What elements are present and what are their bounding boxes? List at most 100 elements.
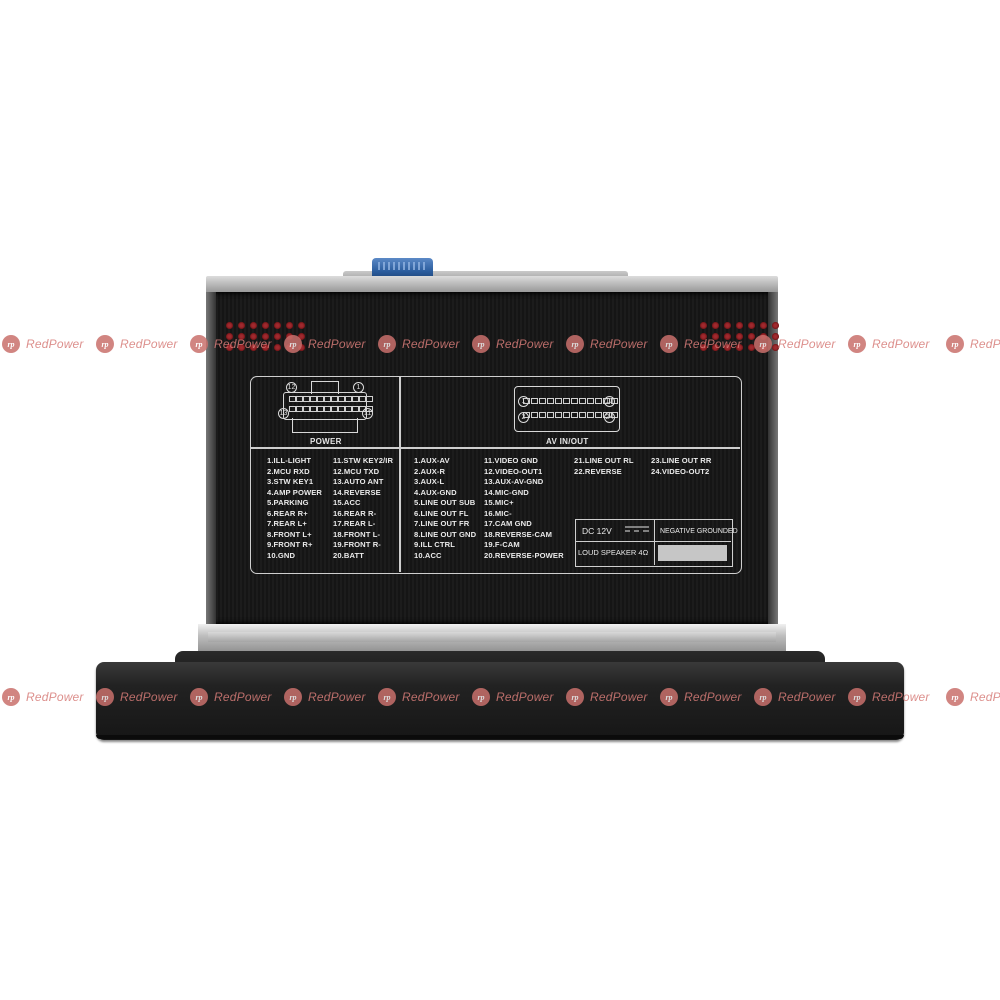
redpower-logo-icon: rp [946, 688, 964, 706]
vent-hole [760, 322, 767, 329]
connector-pin [310, 396, 317, 402]
power-title: POWER [310, 437, 342, 446]
vent-hole [760, 344, 767, 351]
vent-hole [262, 322, 269, 329]
connector-pin [345, 396, 352, 402]
vent-hole [736, 333, 743, 340]
vent-hole [748, 333, 755, 340]
vent-hole [712, 333, 719, 340]
pin-label: 11.STW KEY2/IR [333, 456, 394, 465]
connector-pin [547, 412, 554, 418]
connector-pin [547, 398, 554, 404]
panel-divider-horizontal [250, 447, 740, 449]
pin-label: 5.PARKING [267, 498, 309, 507]
vent-hole [238, 322, 245, 329]
vent-hole [226, 333, 233, 340]
vent-hole [262, 333, 269, 340]
watermark-text: RedPower [872, 337, 930, 351]
chassis-left-edge [206, 292, 216, 624]
watermark-text: RedPower [778, 337, 836, 351]
redpower-logo-icon: rp [2, 688, 20, 706]
pin-label: 10.GND [267, 550, 296, 560]
connector-pin [331, 396, 338, 402]
connector-pin [563, 398, 570, 404]
connector-pin [296, 396, 303, 402]
connector-pin [331, 406, 338, 412]
pin-label: 21.LINE OUT RL [574, 456, 634, 465]
power-pin-number: 11 [362, 408, 373, 419]
vent-holes-left [226, 322, 306, 351]
pin-label: 6.REAR R+ [267, 508, 308, 518]
pin-label: 15.MIC+ [484, 498, 514, 507]
pin-label: 16.REAR R- [333, 508, 377, 518]
spec-negative-grounded: NEGATIVE GROUNDED [660, 528, 738, 535]
pin-label: 13.AUTO ANT [333, 477, 384, 486]
pin-label: 12.MCU TXD [333, 466, 380, 476]
vent-hole [286, 333, 293, 340]
connector-pin [539, 412, 546, 418]
connector-pin [595, 398, 602, 404]
vent-hole [286, 344, 293, 351]
vent-hole [238, 333, 245, 340]
chassis-top-rail [206, 276, 778, 296]
vent-hole [238, 344, 245, 351]
spec-box-divider-v [654, 519, 656, 565]
connector-pin [338, 406, 345, 412]
connector-pin [345, 406, 352, 412]
pin-label: 13.AUX-AV-GND [484, 477, 544, 486]
vent-hole [772, 322, 779, 329]
vent-hole [274, 322, 281, 329]
redpower-logo-icon: rp [2, 335, 20, 353]
power-connector-pins-bottom [289, 406, 373, 412]
connector-pin [595, 412, 602, 418]
pin-label: 6.LINE OUT FL [414, 508, 469, 518]
pin-label: 16.MIC- [484, 508, 512, 518]
connector-pin [303, 396, 310, 402]
connector-pin [555, 412, 562, 418]
vent-hole [250, 333, 257, 340]
pin-label: 24.VIDEO-OUT2 [651, 466, 710, 476]
pin-label: 17.REAR L- [333, 519, 376, 528]
pin-label: 7.LINE OUT FR [414, 519, 470, 528]
pin-label: 19.F-CAM [484, 540, 520, 549]
pin-label: 15.ACC [333, 498, 361, 507]
pin-label: 9.FRONT R+ [267, 540, 313, 549]
connector-pin [359, 396, 366, 402]
pin-label: 20.REVERSE-POWER [484, 550, 564, 560]
av-title: AV IN/OUT [546, 437, 589, 446]
vent-hole [700, 322, 707, 329]
connector-pin [531, 412, 538, 418]
wiring-label-panel [250, 376, 742, 574]
pin-label: 18.REVERSE-CAM [484, 529, 553, 539]
vent-hole [724, 322, 731, 329]
vent-hole [748, 322, 755, 329]
pin-label: 23.LINE OUT RR [651, 456, 712, 465]
pin-label: 8.FRONT L+ [267, 529, 312, 539]
connector-pin [366, 396, 373, 402]
connector-pin [587, 412, 594, 418]
vent-hole [724, 333, 731, 340]
spec-box-divider-h [575, 541, 731, 543]
front-bezel [96, 662, 904, 740]
connector-pin [563, 412, 570, 418]
connector-pin [571, 412, 578, 418]
connector-pin [352, 406, 359, 412]
vent-hole [772, 333, 779, 340]
vent-hole [748, 344, 755, 351]
av-pin-number: 1 [518, 396, 529, 407]
knob-ridges [378, 262, 427, 270]
pin-label: 19.FRONT R- [333, 540, 381, 549]
av-pin-number: 13 [604, 396, 615, 407]
dc-symbol-icon [625, 526, 649, 532]
watermark-text: RedPower [970, 690, 1000, 704]
watermark-text: RedPower [120, 337, 178, 351]
pin-label: 18.FRONT L- [333, 529, 381, 539]
vent-hole [274, 333, 281, 340]
pin-label: 12.VIDEO-OUT1 [484, 466, 543, 476]
pin-label: 17.CAM GND [484, 519, 532, 528]
av-connector-pins-top [523, 398, 618, 404]
